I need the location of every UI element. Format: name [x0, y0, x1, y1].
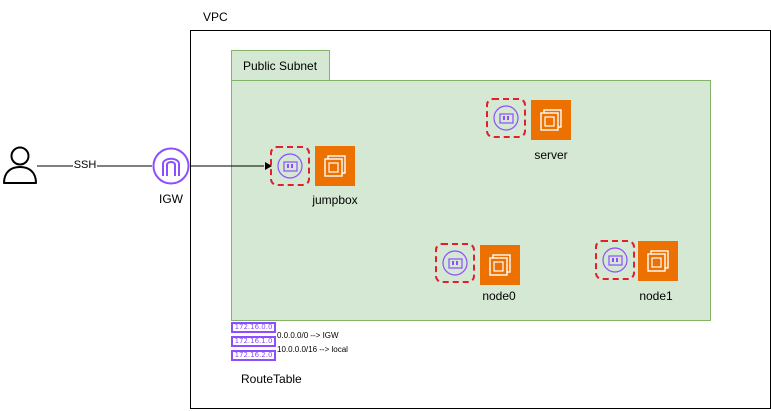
ec2-chip-icon	[324, 155, 346, 177]
ec2-instance-node1[interactable]	[638, 241, 678, 281]
network-interface-node0[interactable]	[435, 243, 475, 283]
network-interface-icon	[602, 247, 628, 273]
route-table-entry: 172.16.0.0	[231, 322, 276, 333]
ec2-instance-server[interactable]	[531, 100, 571, 140]
user-icon	[2, 145, 38, 185]
route-table-label: RouteTable	[241, 372, 302, 386]
route-entry-local: 10.0.0.0/16 --> local	[277, 345, 348, 354]
route-table-entry: 172.16.1.0	[231, 336, 276, 347]
subnet-label: Public Subnet	[231, 50, 330, 80]
ec2-instance-jumpbox[interactable]	[315, 146, 355, 186]
ec2-chip-icon	[647, 250, 669, 272]
ec2-instance-node0[interactable]	[480, 245, 520, 285]
route-table-entry: 172.16.2.0	[231, 350, 276, 361]
network-interface-node1[interactable]	[595, 240, 635, 280]
instance-label-node1: node1	[639, 289, 673, 303]
network-interface-icon	[493, 105, 519, 131]
network-interface-icon	[442, 250, 468, 276]
route-entry-igw: 0.0.0.0/0 --> IGW	[277, 331, 339, 340]
instance-label-node0: node0	[482, 289, 516, 303]
instance-label-server: server	[534, 148, 568, 162]
network-interface-icon	[277, 153, 303, 179]
instance-label-jumpbox: jumpbox	[312, 193, 358, 207]
network-interface-jumpbox[interactable]	[270, 146, 310, 186]
network-interface-server[interactable]	[486, 98, 526, 138]
ec2-chip-icon	[489, 254, 511, 276]
internet-gateway-icon[interactable]	[152, 147, 190, 185]
ssh-connection-label: SSH	[73, 159, 97, 171]
igw-label: IGW	[159, 192, 183, 206]
ec2-chip-icon	[540, 109, 562, 131]
vpc-label: VPC	[203, 10, 228, 24]
public-subnet	[231, 80, 711, 321]
